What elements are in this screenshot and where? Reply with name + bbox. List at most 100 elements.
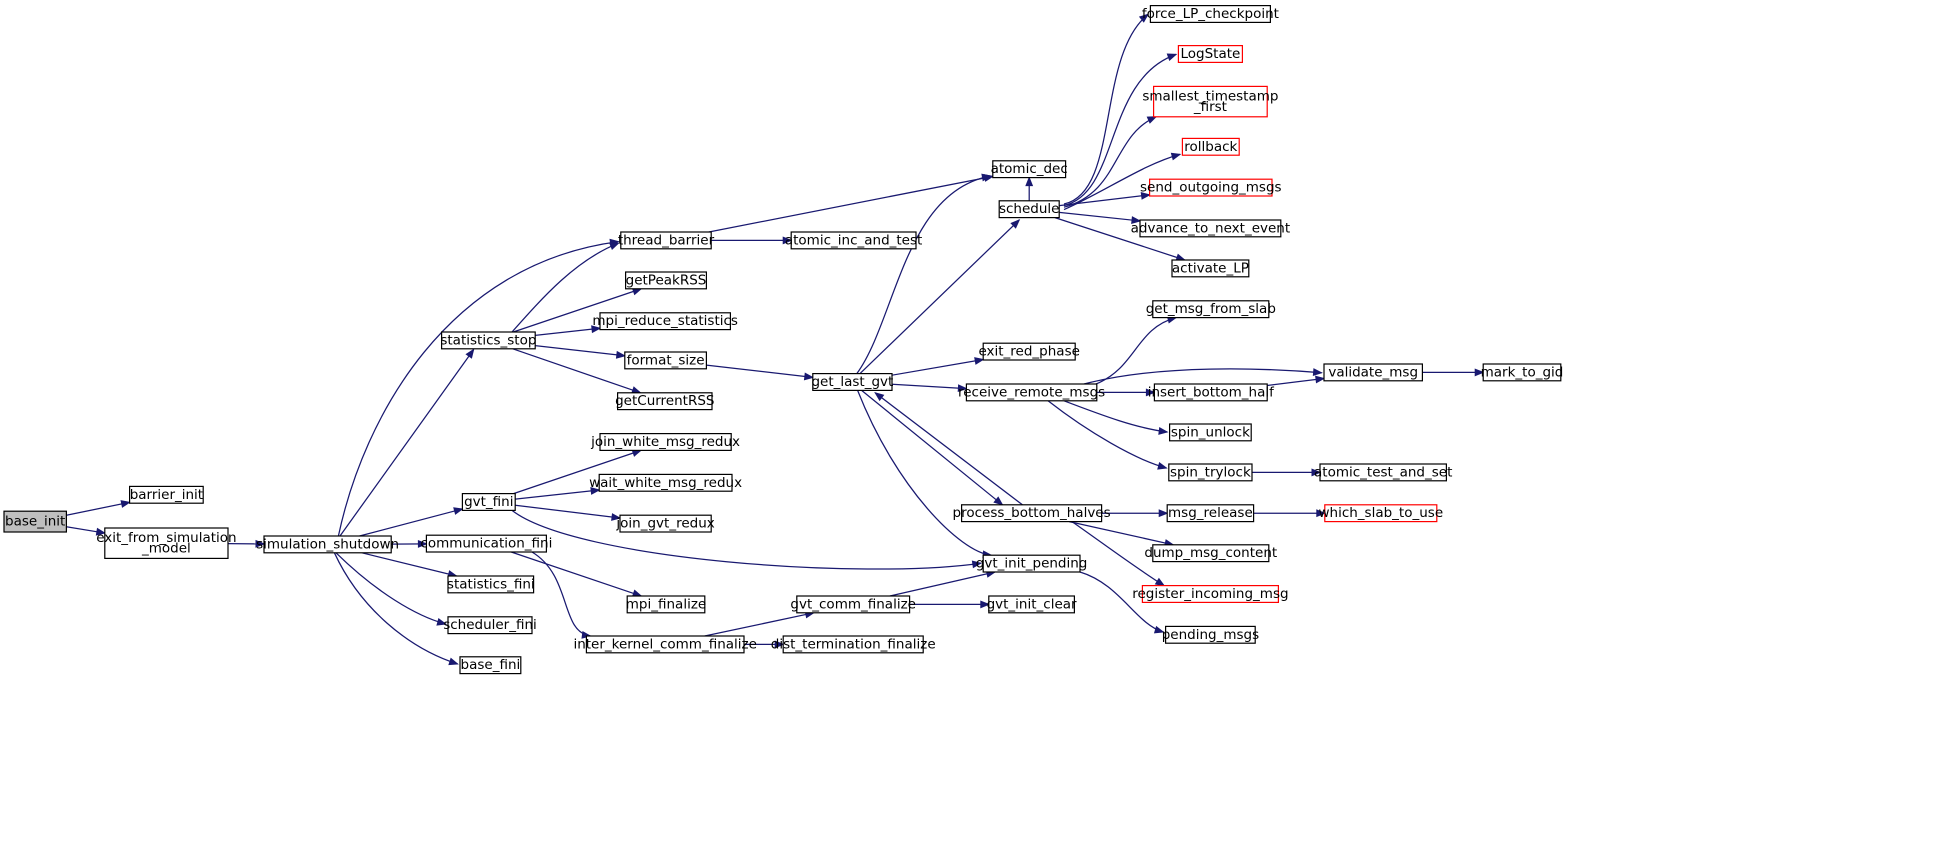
node-simulation-shutdown[interactable]: simulation_shutdown <box>256 535 399 554</box>
node-thread-barrier[interactable]: thread_barrier <box>618 231 715 250</box>
edge-get-last-gvt-to-atomic-dec <box>856 175 991 374</box>
edge-simulation-shutdown-to-base-fini <box>333 552 458 665</box>
node-getPeakRSS[interactable]: getPeakRSS <box>624 271 707 290</box>
node-box <box>624 351 707 370</box>
node-exit-from-simulation-model[interactable]: exit_from_simulation_model <box>96 527 237 559</box>
node-receive-remote-msgs[interactable]: receive_remote_msgs <box>958 383 1105 402</box>
node-base-init[interactable]: base_init <box>3 510 68 533</box>
node-atomic-inc-and-test[interactable]: atomic_inc_and_test <box>785 231 922 250</box>
node-format-size[interactable]: format_size <box>624 351 707 370</box>
edge-get-last-gvt-to-process-bottom-halves <box>861 389 1003 506</box>
node-scheduler-fini[interactable]: scheduler_fini <box>443 616 537 635</box>
node-box <box>129 485 204 504</box>
node-dump-msg-content[interactable]: dump_msg_content <box>1144 544 1277 563</box>
node-exit-red-phase[interactable]: exit_red_phase <box>978 342 1080 361</box>
node-join-white-msg-redux[interactable]: join_white_msg_redux <box>590 433 740 452</box>
node-box <box>988 595 1075 614</box>
node-atomic-test-and-set[interactable]: atomic_test_and_set <box>1314 463 1452 482</box>
node-label: simulation_shutdown <box>256 536 399 552</box>
node-label: LogState <box>1180 46 1240 62</box>
node-advance-to-next-event[interactable]: advance_to_next_event <box>1131 219 1291 238</box>
node-label: inter_kernel_comm_finalize <box>573 636 756 652</box>
node-get-last-gvt[interactable]: get_last_gvt <box>811 373 893 392</box>
edge-receive-remote-msgs-to-spin-trylock <box>1047 400 1167 469</box>
node-gvt-init-pending[interactable]: gvt_init_pending <box>976 554 1088 573</box>
node-box <box>1148 178 1273 197</box>
node-statistics-stop[interactable]: statistics_stop <box>440 331 536 350</box>
node-label: gvt_init_clear <box>987 596 1077 612</box>
edge-process-bottom-halves-to-register-incoming-msg <box>1071 521 1165 587</box>
edges-layer <box>66 13 1485 666</box>
node-mpi-reduce-statistics[interactable]: mpi_reduce_statistics <box>592 312 738 331</box>
node-mpi-finalize[interactable]: mpi_finalize <box>626 595 706 614</box>
node-register-incoming-msg[interactable]: register_incoming_msg <box>1132 584 1289 603</box>
node-join-gvt-redux[interactable]: join_gvt_redux <box>615 514 715 533</box>
node-label: spin_unlock <box>1171 424 1250 440</box>
node-spin-unlock[interactable]: spin_unlock <box>1168 423 1252 442</box>
node-rollback[interactable]: rollback <box>1181 137 1240 156</box>
edge-gvt-comm-finalize-to-gvt-init-pending <box>889 571 996 597</box>
node-box <box>1171 259 1250 278</box>
node-label: schedule <box>999 201 1060 217</box>
node-dist-termination-finalize[interactable]: dist_termination_finalize <box>771 635 936 654</box>
edge-gvt-init-pending-to-pending-msgs <box>1079 571 1164 633</box>
node-spin-trylock[interactable]: spin_trylock <box>1168 463 1253 482</box>
node-inter-kernel-comm-finalize[interactable]: inter_kernel_comm_finalize <box>573 635 757 654</box>
edge-get-last-gvt-to-atomic-dec-arrowhead <box>981 173 992 182</box>
edge-gvt-fini-to-join-white-msg-redux <box>513 449 642 495</box>
node-get-msg-from-slab[interactable]: get_msg_from_slab <box>1146 300 1276 319</box>
edge-simulation-shutdown-to-statistics-stop-arrowhead <box>465 348 475 359</box>
node-which-slab-to-use[interactable]: which_slab_to_use <box>1318 504 1443 523</box>
node-box <box>1152 85 1268 118</box>
node-gvt-fini[interactable]: gvt_fini <box>461 493 516 512</box>
node-LogState[interactable]: LogState <box>1177 44 1244 63</box>
edge-simulation-shutdown-to-thread-barrier <box>337 240 619 537</box>
node-force-LP-checkpoint[interactable]: force_LP_checkpoint <box>1142 4 1279 23</box>
edge-schedule-to-force-LP-checkpoint-arrowhead <box>1138 13 1150 23</box>
edge-schedule-to-LogState <box>1063 53 1177 207</box>
node-wait-white-msg-redux[interactable]: wait_white_msg_redux <box>589 473 742 492</box>
node-communication-fini[interactable]: communication_fini <box>420 534 552 553</box>
edge-schedule-to-smallest-timestamp-first <box>1063 116 1157 208</box>
node-gvt-init-clear[interactable]: gvt_init_clear <box>987 595 1077 614</box>
node-pending-msgs[interactable]: pending_msgs <box>1162 625 1259 644</box>
edge-get-last-gvt-to-receive-remote-msgs-arrowhead <box>957 384 968 393</box>
node-process-bottom-halves[interactable]: process_bottom_halves <box>953 504 1111 523</box>
edge-format-size-to-get-last-gvt-arrowhead <box>803 372 815 381</box>
node-box <box>982 342 1076 361</box>
node-label: msg_release <box>1168 505 1253 521</box>
node-box <box>620 231 712 250</box>
node-box <box>1324 504 1438 523</box>
node-label: communication_fini <box>420 536 552 552</box>
node-atomic-dec[interactable]: atomic_dec <box>991 160 1068 179</box>
node-box <box>599 433 732 452</box>
node-box <box>982 554 1081 573</box>
node-box <box>1149 4 1272 23</box>
edge-base-init-to-barrier-init-arrowhead <box>120 500 131 508</box>
edge-gvt-fini-to-join-gvt-redux <box>515 504 621 519</box>
node-smallest-timestamp-first[interactable]: smallest_timestamp_first <box>1142 85 1278 118</box>
node-box <box>1141 584 1280 603</box>
node-label: join_gvt_redux <box>615 516 714 532</box>
node-schedule[interactable]: schedule <box>998 200 1060 219</box>
node-activate-LP[interactable]: activate_LP <box>1171 259 1250 278</box>
node-gvt-comm-finalize[interactable]: gvt_comm_finalize <box>790 595 916 614</box>
node-msg-release[interactable]: msg_release <box>1166 504 1255 523</box>
edge-process-bottom-halves-to-dump-msg-content <box>1069 520 1174 546</box>
node-box <box>960 504 1103 523</box>
node-mark-to-gid[interactable]: mark_to_gid <box>1481 363 1564 382</box>
node-label: dist_termination_finalize <box>771 636 936 652</box>
edge-statistics-stop-to-format-size <box>535 345 625 357</box>
node-box <box>599 312 731 331</box>
node-label: which_slab_to_use <box>1318 505 1443 521</box>
node-label: _first <box>1193 99 1227 115</box>
node-getCurrentRSS[interactable]: getCurrentRSS <box>615 392 715 411</box>
node-box <box>626 595 706 614</box>
node-validate-msg[interactable]: validate_msg <box>1323 363 1424 382</box>
edge-statistics-stop-to-mpi-reduce-statistics-arrowhead <box>591 325 602 334</box>
node-base-fini[interactable]: base_fini <box>459 656 522 675</box>
node-statistics-fini[interactable]: statistics_fini <box>447 575 535 594</box>
node-insert-bottom-half[interactable]: insert_bottom_half <box>1148 383 1275 402</box>
node-barrier-init[interactable]: barrier_init <box>129 485 204 504</box>
node-send-outgoing-msgs[interactable]: send_outgoing_msgs <box>1140 178 1282 197</box>
